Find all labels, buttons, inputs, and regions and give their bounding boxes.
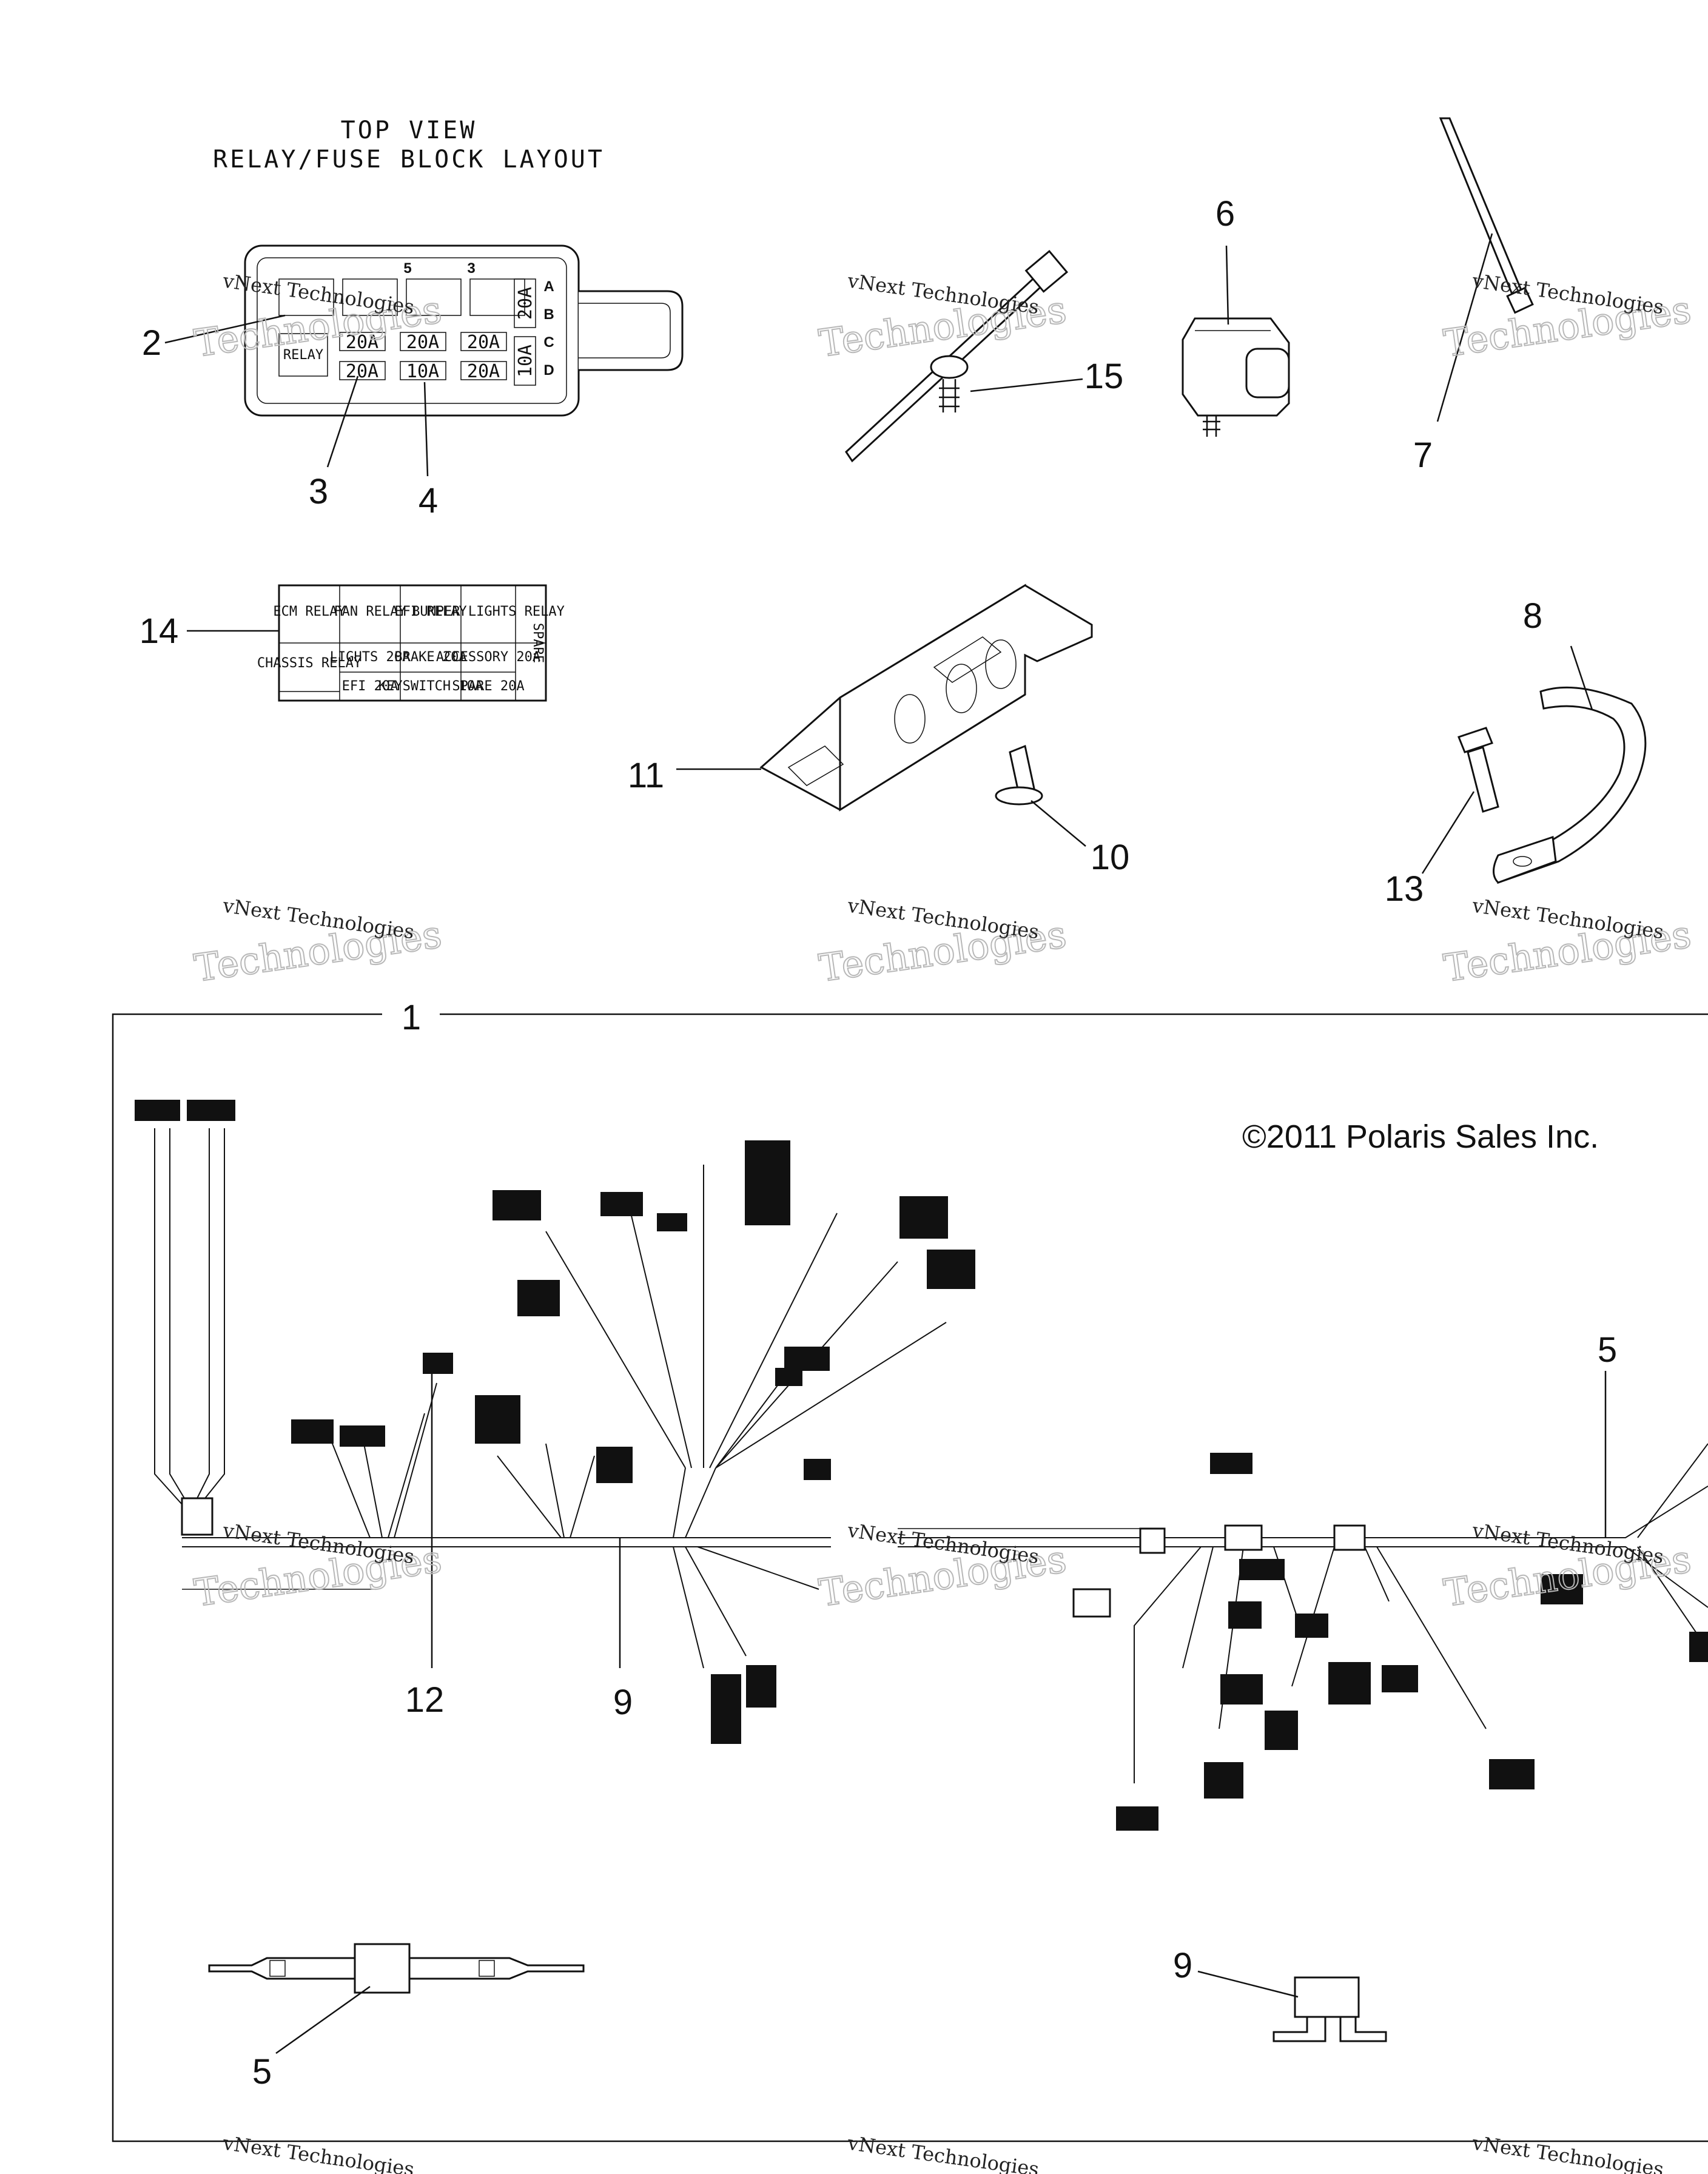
decal-cell: EFI 20A <box>342 679 398 694</box>
fuse-label: 20A <box>406 332 439 353</box>
decal-cell: KEYSWITCH 10A <box>378 679 483 694</box>
decal-side-label: SPARE <box>530 623 545 663</box>
side-fuse-label: 10A <box>515 345 536 377</box>
top-view-subtitle: RELAY/FUSE BLOCK LAYOUT <box>213 146 605 173</box>
row-letter: D <box>543 362 554 379</box>
fuse-label: 10A <box>406 361 439 382</box>
callout-12: 12 <box>405 1680 445 1720</box>
copyright-notice: ©2011 Polaris Sales Inc. <box>1242 1119 1599 1155</box>
mounting-bracket-part <box>759 584 1093 812</box>
push-rivet-part <box>995 744 1043 806</box>
decal-cell: BRAKE 20A <box>394 650 466 665</box>
decal-cell: EFI RELAY <box>394 604 466 619</box>
decal-cell: CHASSIS RELAY <box>257 656 361 671</box>
fuse-label: 20A <box>346 332 378 353</box>
harness-frame <box>112 1013 1708 2142</box>
fuse-label: 20A <box>467 361 500 382</box>
decal-cell: FAN RELAY <box>334 604 406 619</box>
flange-bolt-part <box>1458 727 1499 813</box>
connector-part <box>1182 317 1290 437</box>
block-number: 5 <box>403 260 411 277</box>
decal-cell: ECM RELAY <box>273 604 345 619</box>
row-letter: A <box>543 278 554 295</box>
callout-9-cover: 9 <box>1173 1946 1192 1985</box>
relay-fuse-block: RELAY 20A 20A 20A 20A 10A 20A 20A 10A 5 … <box>244 244 684 417</box>
callout-3: 3 <box>309 472 328 511</box>
relay-label: RELAY <box>283 348 323 363</box>
callout-2: 2 <box>142 323 161 363</box>
sensor-probe-part <box>1439 117 1534 314</box>
cable-tie-part <box>845 249 1069 463</box>
decal-cell: LIGHTS 20A <box>330 650 410 665</box>
fuse-cover-part <box>1273 1976 1387 2042</box>
callout-14: 14 <box>140 611 179 651</box>
callout-4: 4 <box>419 481 438 520</box>
wiring-harness-drawing <box>135 1100 1708 1831</box>
watermark-text: vNext Technologies <box>846 2131 1040 2174</box>
p-clamp-part <box>1493 686 1647 884</box>
block-number: 3 <box>467 260 475 277</box>
inline-fuse-holder-part <box>208 1943 585 1994</box>
callout-9-harness: 9 <box>613 1683 633 1722</box>
fuse-label: 20A <box>346 361 378 382</box>
decal-cell: ACCESSORY 20A <box>436 650 540 665</box>
fuse-label: 20A <box>467 332 500 353</box>
watermark-text: vNext Technologies <box>1470 2131 1665 2174</box>
callout-7: 7 <box>1413 436 1433 475</box>
callout-13: 13 <box>1385 869 1424 909</box>
row-letter: B <box>543 306 554 323</box>
callout-15: 15 <box>1084 357 1124 396</box>
relay-slot <box>278 333 328 377</box>
watermark-text: vNext Technologies <box>221 2131 415 2174</box>
row-letter: C <box>543 334 554 351</box>
callout-5-fuse-holder: 5 <box>252 2052 272 2092</box>
decal-cell: BUMPER LIGHTS RELAY <box>412 604 565 619</box>
top-view-title: TOP VIEW <box>341 116 477 144</box>
callout-6: 6 <box>1215 194 1235 234</box>
decal-cell: SPARE 20A <box>452 679 524 694</box>
callout-11: 11 <box>628 756 664 795</box>
callout-8: 8 <box>1523 596 1542 636</box>
callout-10: 10 <box>1091 838 1130 877</box>
side-fuse-label: 20A <box>515 287 536 320</box>
callout-1: 1 <box>402 998 421 1037</box>
fuse-decal: ECM RELAY FAN RELAY EFI RELAY BUMPER LIG… <box>257 584 565 702</box>
callout-5-harness: 5 <box>1598 1330 1617 1370</box>
